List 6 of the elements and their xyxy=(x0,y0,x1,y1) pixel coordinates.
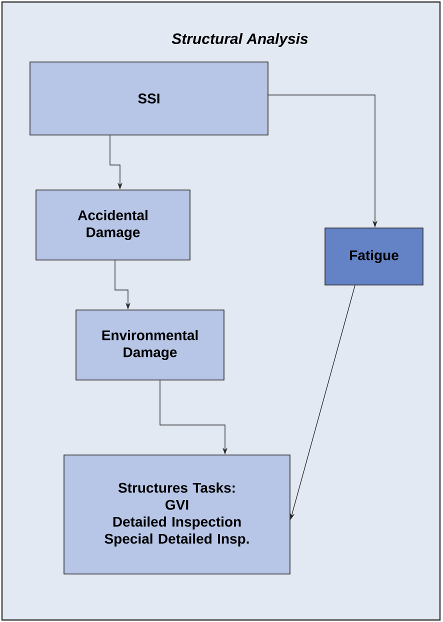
process-box: Structures Tasks: GVI Detailed Inspection Special Detailed Insp. xyxy=(64,454,290,574)
process-box: Environmental Damage xyxy=(76,310,224,380)
process-box: Fatigue xyxy=(324,228,424,286)
process-box: SSI xyxy=(30,62,268,136)
process-box: Accidental Damage xyxy=(36,190,190,260)
title: Structural Analysis xyxy=(172,33,308,47)
